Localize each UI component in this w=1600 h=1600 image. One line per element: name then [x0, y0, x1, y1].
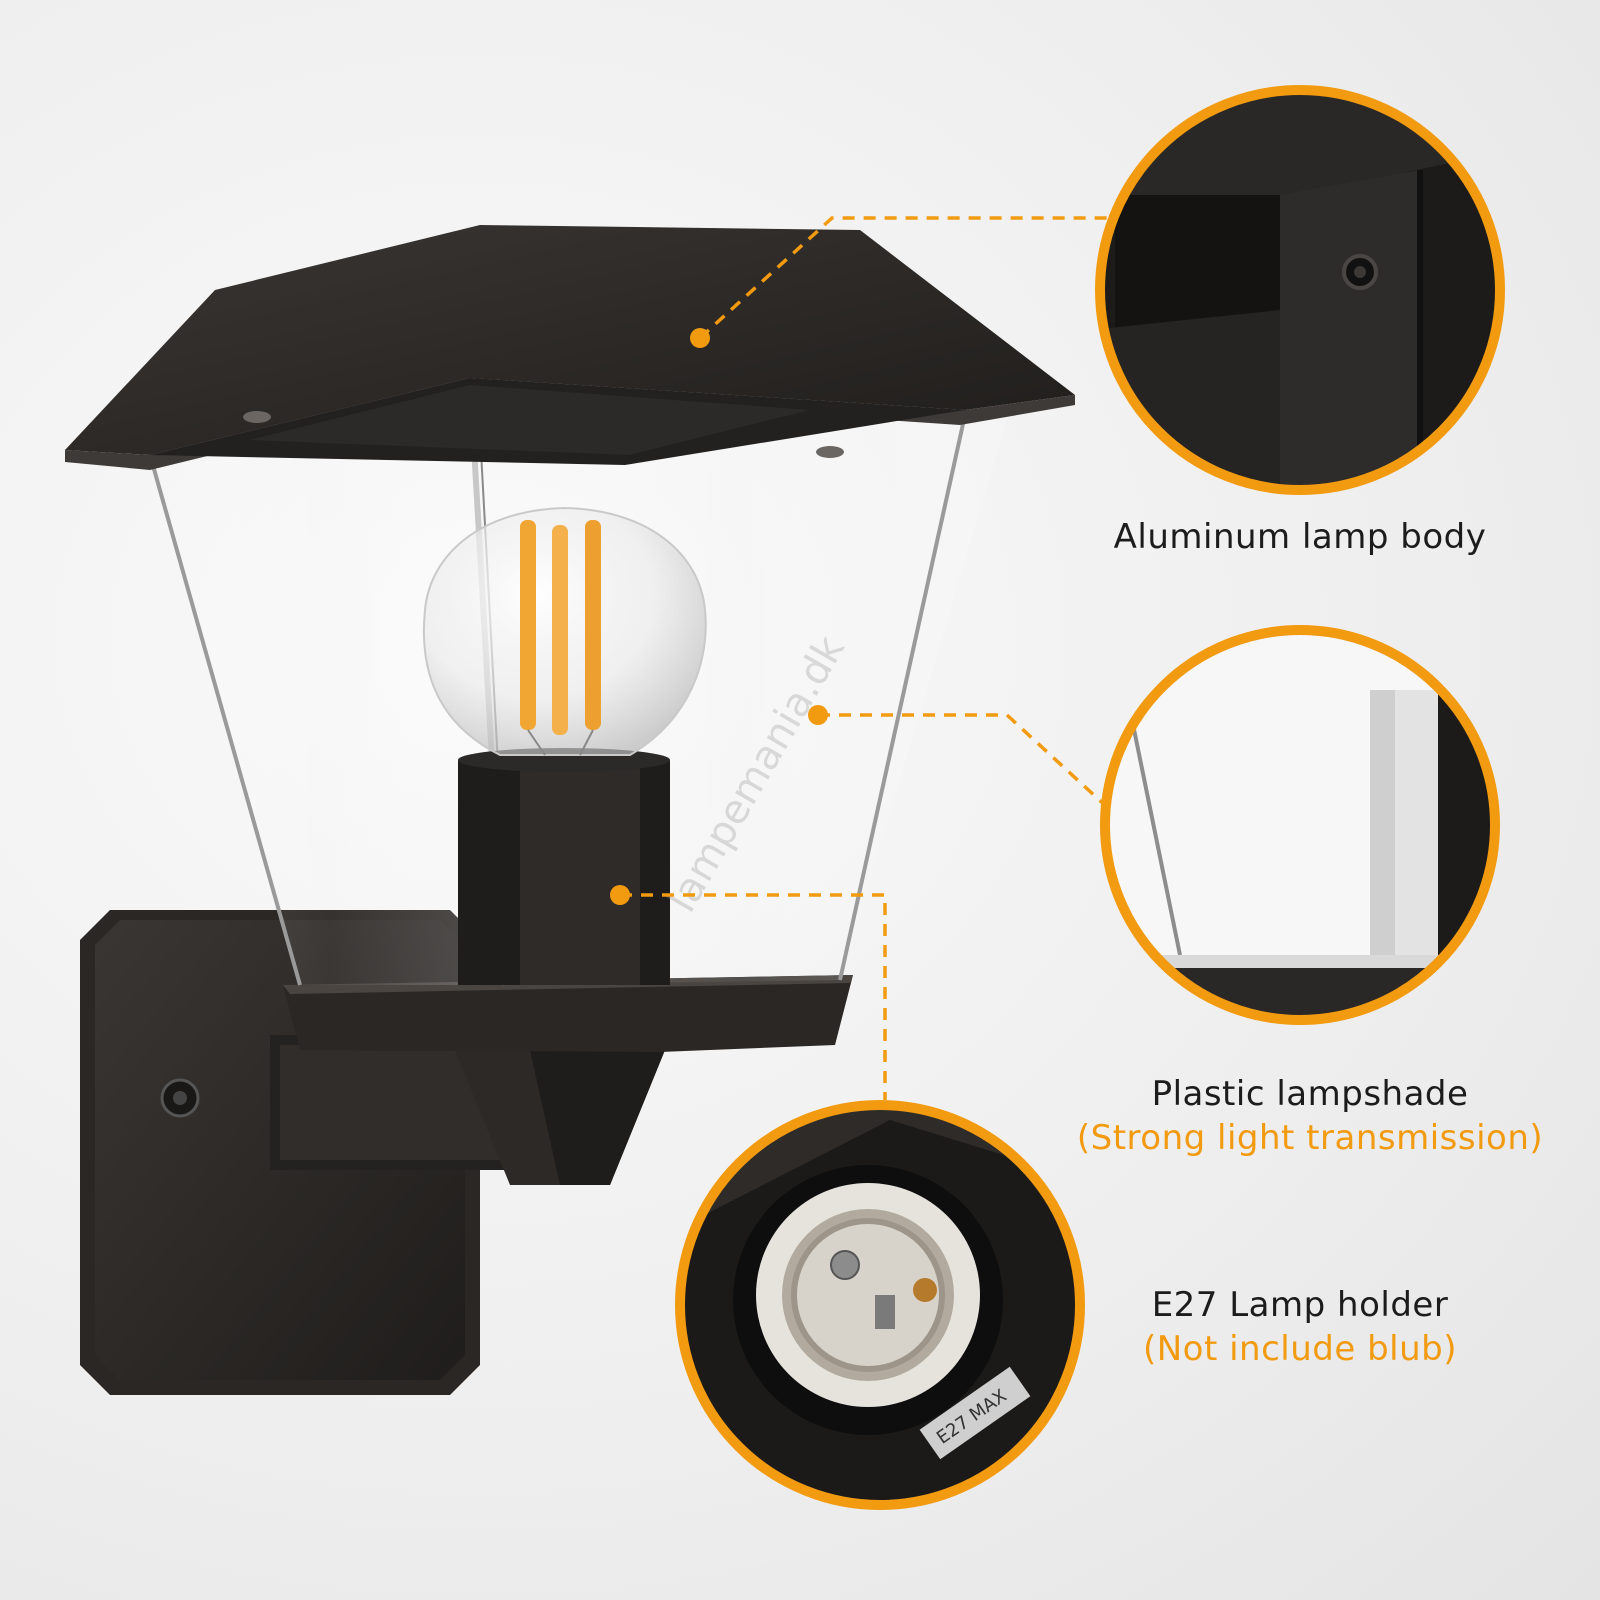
callout-dot-body [690, 328, 710, 348]
callout-label-lamp-body: Aluminum lamp body [1080, 515, 1520, 559]
detail-circle-lamp-body [1095, 85, 1505, 495]
callout-dot-holder [610, 885, 630, 905]
callout-title: E27 Lamp holder [1151, 1285, 1449, 1325]
lamp-glass-panel [150, 375, 510, 985]
light-bulb [422, 506, 707, 756]
callout-connectors [620, 216, 1114, 1100]
callout-label-lampshade: Plastic lampshade (Strong light transmis… [1050, 1072, 1570, 1160]
connector-line-body [698, 216, 1114, 340]
callout-label-lamp-holder: E27 Lamp holder (Not include blub) [1080, 1283, 1520, 1371]
callout-subtitle: (Not include blub) [1142, 1329, 1458, 1369]
callout-title: Plastic lampshade [1151, 1074, 1469, 1114]
callout-dot-shade [808, 705, 828, 725]
lamp-main [65, 225, 1075, 1395]
lamp-roof [65, 225, 1075, 455]
detail-circle-lamp-holder: E27 MAX [675, 1100, 1085, 1510]
callout-title: Aluminum lamp body [1113, 517, 1487, 557]
connector-line-holder [620, 893, 887, 1100]
connector-line-shade [818, 713, 1110, 810]
callout-subtitle: (Strong light transmission) [1076, 1118, 1544, 1158]
detail-circle-lampshade [1100, 625, 1500, 1025]
lamp-bottom-tray [283, 975, 853, 1052]
